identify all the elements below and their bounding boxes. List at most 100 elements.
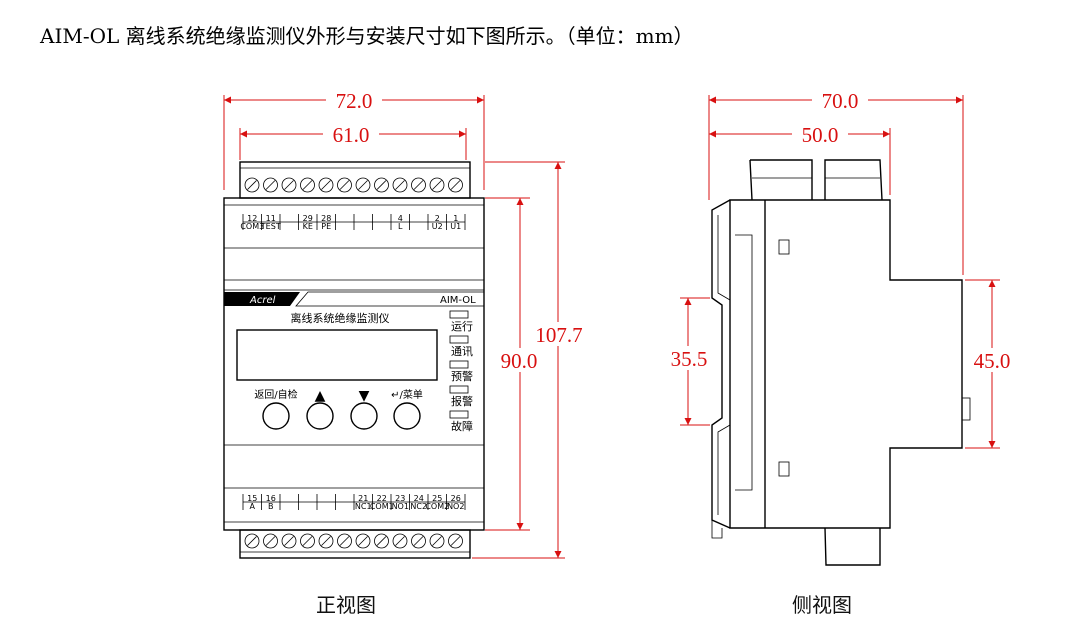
bottom-terminal-number: 23 — [395, 494, 405, 503]
brand-left: Acrel — [249, 295, 276, 306]
side-top-terminal-left — [749, 159, 813, 201]
dim-72: 72.0 — [336, 89, 373, 113]
top-terminal-screws — [244, 177, 463, 193]
bottom-screw-4 — [300, 533, 315, 549]
brand-right: AIM-OL — [440, 295, 476, 306]
button-menu-label: ↵/菜单 — [391, 389, 423, 401]
top-screw-10 — [411, 177, 426, 193]
bottom-screw-1 — [244, 533, 260, 549]
menu-button[interactable] — [393, 402, 421, 430]
bottom-terminal-number: 21 — [358, 494, 368, 503]
back-button[interactable] — [262, 402, 290, 430]
side-top-terminal-right — [824, 159, 883, 201]
bottom-terminal-number: 25 — [432, 494, 442, 503]
down-arrow-icon: ▼ — [359, 388, 370, 404]
top-terminal-number: 28 — [321, 214, 331, 223]
dim-70: 70.0 — [822, 89, 859, 113]
top-terminal-name: PE — [321, 222, 331, 231]
dim-35: 35.5 — [671, 347, 708, 371]
top-terminal-name: COM3 — [240, 222, 264, 231]
led-prealarm-label: 预警 — [451, 369, 473, 383]
up-button[interactable] — [306, 402, 334, 430]
button-row: 返回/自检 ▲ ▼ ↵/菜单 — [254, 388, 423, 430]
bottom-screw-5 — [318, 533, 334, 549]
front-view-label: 正视图 — [316, 593, 376, 617]
bottom-terminal-number: 26 — [451, 494, 461, 503]
top-terminal-number: 29 — [303, 214, 313, 223]
lcd-display — [236, 329, 438, 381]
bottom-terminal-name: NC2 — [410, 502, 427, 511]
top-terminal-number: 1 — [453, 214, 458, 223]
bottom-terminal-name: NC1 — [355, 502, 372, 511]
bottom-terminal-number: 15 — [247, 494, 257, 503]
top-terminal-number: 2 — [435, 214, 440, 223]
top-screw-4 — [300, 177, 315, 193]
bottom-screw-11 — [429, 533, 445, 549]
figure-caption: AIM-OL 离线系统绝缘监测仪外形与安装尺寸如下图所示。（单位：mm） — [40, 24, 694, 48]
led-alarm — [449, 385, 469, 394]
led-fault — [449, 410, 469, 419]
bottom-terminal-name: NO2 — [447, 502, 464, 511]
top-terminal-name: U1 — [450, 222, 461, 231]
bottom-terminal-name: A — [250, 502, 256, 511]
device-title: 离线系统绝缘监测仪 — [291, 311, 390, 325]
top-screw-3 — [281, 177, 297, 193]
top-terminal-name: L — [398, 222, 403, 231]
dim-90: 90.0 — [501, 349, 538, 373]
bottom-terminal-name: NO1 — [392, 502, 409, 511]
dim-45: 45.0 — [974, 349, 1011, 373]
top-screw-2 — [263, 177, 278, 193]
rail-clip — [711, 199, 731, 529]
led-run — [449, 310, 469, 319]
bottom-screw-12 — [448, 533, 463, 549]
bottom-screw-9 — [392, 533, 408, 549]
bottom-terminal-number: 22 — [377, 494, 387, 503]
top-screw-7 — [355, 177, 371, 193]
brand-band: Acrel AIM-OL — [224, 291, 485, 307]
bottom-screw-7 — [355, 533, 371, 549]
side-bottom-terminal — [824, 527, 881, 566]
led-column: 运行 通讯 预警 报警 故障 — [449, 310, 473, 433]
top-screw-11 — [429, 177, 445, 193]
dim-107: 107.7 — [535, 323, 582, 347]
down-button[interactable] — [350, 402, 378, 430]
top-terminal-name: TEST — [260, 222, 281, 231]
top-screw-9 — [392, 177, 408, 193]
bottom-screw-2 — [263, 533, 278, 549]
top-screw-1 — [244, 177, 260, 193]
top-terminal-block — [239, 161, 471, 199]
top-screw-12 — [448, 177, 463, 193]
bottom-terminal-block — [239, 529, 471, 559]
top-screw-5 — [318, 177, 334, 193]
bottom-terminal-screws — [244, 533, 463, 549]
top-terminal-number: 4 — [398, 214, 403, 223]
led-comm — [449, 335, 469, 344]
bottom-screw-6 — [337, 533, 352, 549]
bottom-terminal-name: COM2 — [425, 502, 449, 511]
dim-61: 61.0 — [333, 123, 370, 147]
side-housing — [729, 199, 963, 529]
top-terminal-number: 12 — [247, 214, 257, 223]
top-terminal-name: U2 — [432, 222, 443, 231]
bottom-screw-3 — [281, 533, 297, 549]
led-comm-label: 通讯 — [451, 345, 473, 358]
top-terminal-name: KE — [303, 222, 313, 231]
led-fault-label: 故障 — [451, 419, 473, 433]
top-screw-8 — [374, 177, 389, 193]
bottom-terminal-number: 24 — [414, 494, 424, 503]
led-prealarm — [449, 360, 469, 369]
top-terminal-number: 11 — [266, 214, 276, 223]
dim-50: 50.0 — [802, 123, 839, 147]
led-run-label: 运行 — [451, 320, 473, 333]
bottom-terminal-name: COM1 — [370, 502, 394, 511]
bottom-terminal-name: B — [268, 502, 274, 511]
bottom-screw-8 — [374, 533, 389, 549]
up-arrow-icon: ▲ — [315, 388, 326, 404]
top-screw-6 — [337, 177, 352, 193]
bottom-screw-10 — [411, 533, 426, 549]
side-view: 70.0 50.0 35.5 45.0 侧视图 — [664, 88, 1018, 617]
